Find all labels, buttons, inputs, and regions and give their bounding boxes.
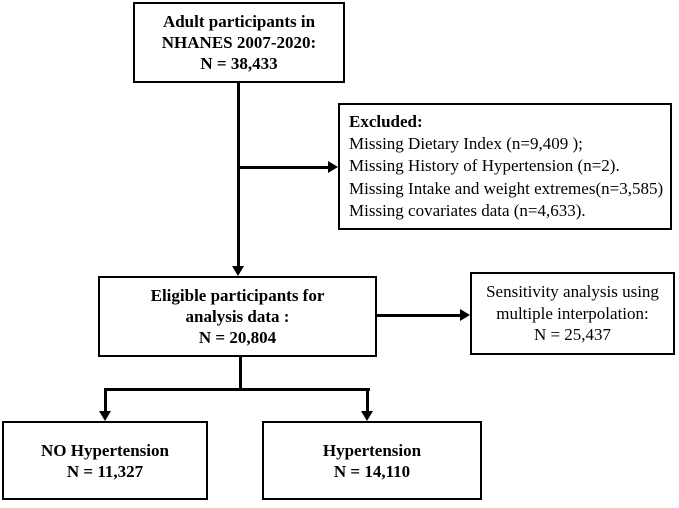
arrowhead-into-excluded <box>328 161 338 173</box>
node-eligible-line-1: Eligible participants for <box>150 286 325 305</box>
connector-eligible-stem <box>239 355 242 389</box>
node-hypertension-line-2: N = 14,110 <box>333 461 411 481</box>
connector-eligible-to-sensitivity <box>375 314 460 317</box>
connector-branch-bar <box>104 388 370 391</box>
node-eligible-line-3: N = 20,804 <box>198 328 277 347</box>
node-eligible: Eligible participants for analysis data … <box>98 276 377 357</box>
excluded-item-1: Missing Dietary Index (n=9,409 ); <box>349 134 583 154</box>
node-hypertension: Hypertension N = 14,110 <box>262 421 482 500</box>
node-total-line-3: N = 38,433 <box>200 54 278 73</box>
node-no-hypertension: NO Hypertension N = 11,327 <box>2 421 208 500</box>
node-sensitivity-line-2: multiple interpolation: <box>496 303 649 323</box>
node-excluded: Excluded: Missing Dietary Index (n=9,409… <box>338 103 672 230</box>
connector-total-to-eligible <box>237 83 240 267</box>
arrowhead-into-sensitivity <box>460 309 470 321</box>
node-hypertension-line-1: Hypertension <box>322 440 422 460</box>
excluded-title: Excluded: <box>349 112 423 131</box>
arrowhead-into-eligible <box>232 266 244 276</box>
excluded-item-4: Missing covariates data (n=4,633). <box>349 200 586 220</box>
node-no-hypertension-line-2: N = 11,327 <box>66 461 144 481</box>
node-eligible-line-2: analysis data : <box>185 307 290 326</box>
node-total-line-1: Adult participants in <box>162 12 316 31</box>
connector-to-hypertension <box>366 388 369 412</box>
excluded-item-3: Missing Intake and weight extremes(n=3,5… <box>349 178 664 198</box>
arrowhead-into-hypertension <box>361 411 373 421</box>
connector-to-no-hypertension <box>104 388 107 412</box>
node-sensitivity-line-1: Sensitivity analysis using <box>486 282 659 302</box>
node-no-hypertension-line-1: NO Hypertension <box>41 440 169 460</box>
connector-to-excluded <box>237 166 328 169</box>
node-sensitivity-line-3: N = 25,437 <box>533 325 612 345</box>
node-sensitivity-analysis: Sensitivity analysis using multiple inte… <box>470 272 675 355</box>
arrowhead-into-no-hypertension <box>99 411 111 421</box>
node-total-participants: Adult participants in NHANES 2007-2020: … <box>133 2 345 83</box>
excluded-item-2: Missing History of Hypertension (n=2). <box>349 156 620 176</box>
node-total-line-2: NHANES 2007-2020: <box>161 33 317 52</box>
